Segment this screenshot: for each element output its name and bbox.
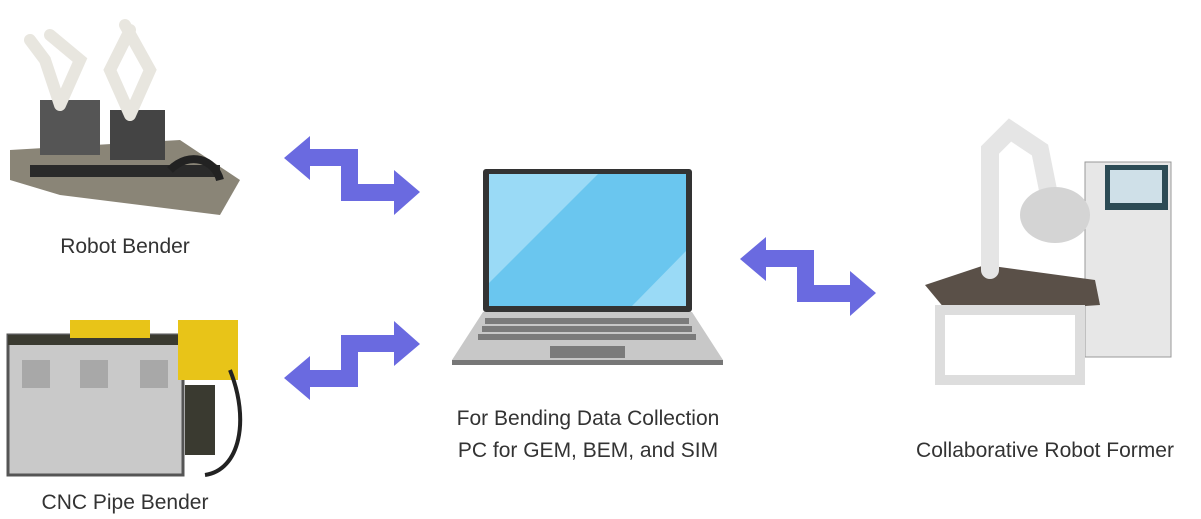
cnc-pipe-bender-image — [6, 320, 243, 477]
arrow-robot-bender-pc — [284, 136, 420, 215]
pc-label-line2: PC for GEM, BEM, and SIM — [457, 439, 719, 462]
cobot-former-label: Collaborative Robot Former — [916, 439, 1174, 462]
pc-label-line1: For Bending Data Collection — [456, 407, 720, 430]
arrow-cnc-pipe-bender-pc — [284, 321, 420, 400]
arrow-pc-cobot-former — [740, 237, 876, 316]
laptop-icon — [452, 169, 723, 365]
robot-bender-image — [10, 19, 240, 215]
cobot-former-image — [925, 118, 1172, 385]
cnc-pipe-bender-label: CNC Pipe Bender — [41, 491, 209, 514]
pc-label: For Bending Data Collection PC for GEM, … — [457, 403, 720, 467]
robot-bender-label: Robot Bender — [60, 235, 190, 258]
